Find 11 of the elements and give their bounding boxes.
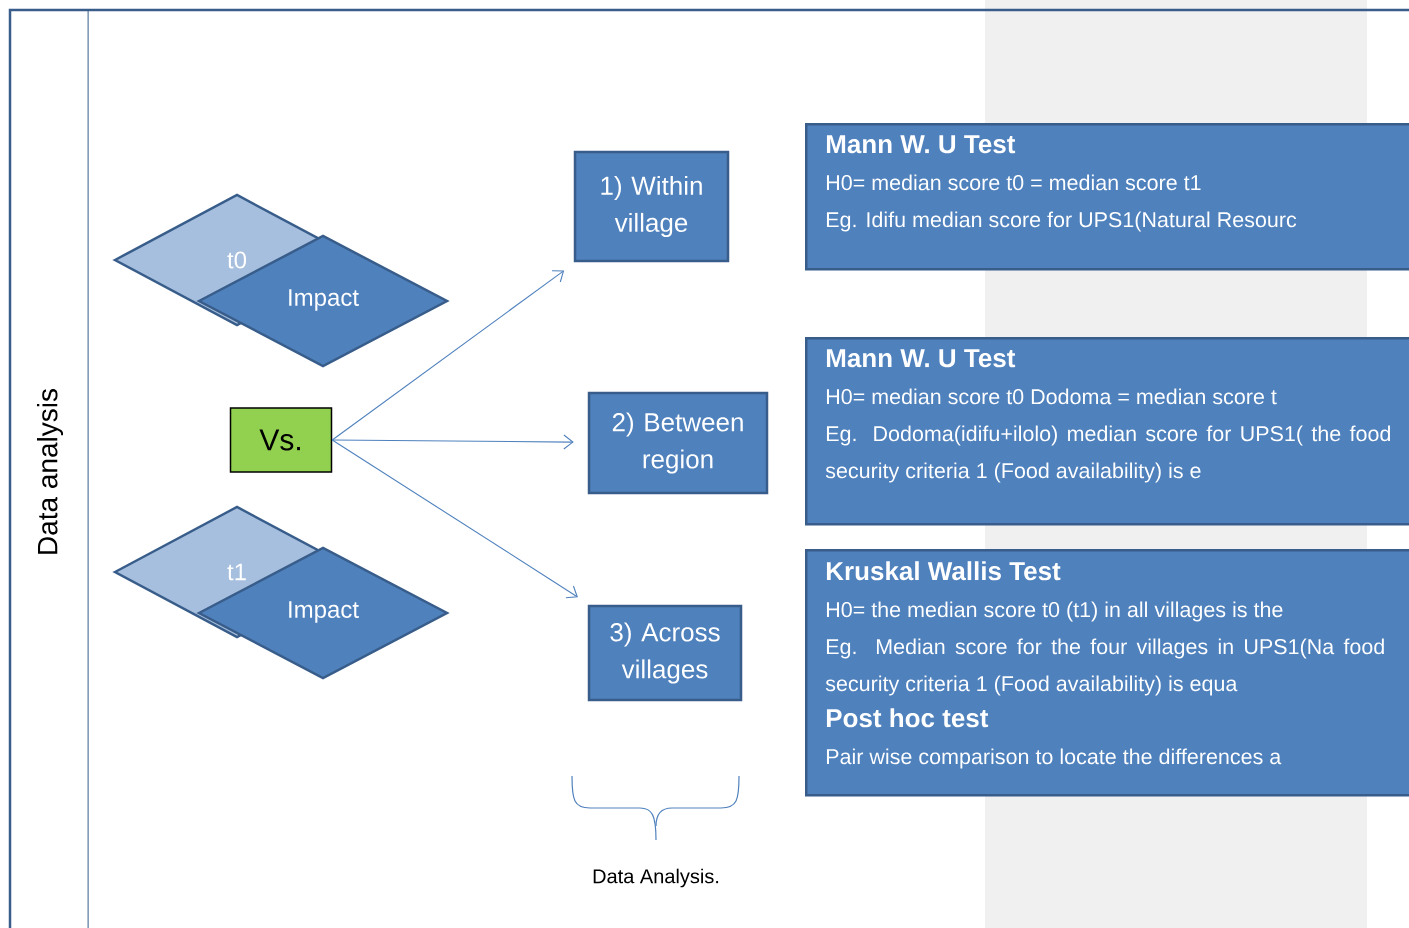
test-box: Kruskal Wallis Test H0= the median score t0 (t1) in all villages is the Eg. Median score for the four villages in UPS1(Na food security criteria 1 (Food availability) is equa Post hoc test Pair wise comparison to locate the differences a — [805, 549, 1409, 797]
bracket-label: Data Analysis. — [593, 868, 719, 888]
process-box: 1) Within village — [573, 150, 730, 263]
arrow — [331, 434, 574, 450]
vs-box: Vs. — [229, 407, 333, 473]
process-box: 3) Across villages — [587, 604, 743, 702]
test-box: Mann W. U Test H0= median score t0 Dodoma = median score t Eg. Dodoma(idifu+ilolo) median score for UPS1( the food security criteria 1 (Food availability) is e — [805, 337, 1409, 526]
test-box: Mann W. U Test H0= median score t0 = median score t1 Eg. Idifu median score for UPS1(Natural Resourc — [805, 123, 1409, 271]
arrow — [331, 270, 565, 441]
process-box: 2) Between region — [587, 391, 769, 495]
arrow — [331, 439, 578, 599]
